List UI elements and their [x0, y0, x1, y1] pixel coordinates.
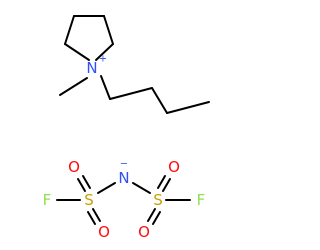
butyl-bond-2 [109, 87, 153, 100]
bond-s-right-o4-b [152, 211, 161, 225]
methyl-bond [59, 77, 88, 96]
cation-charge-label: + [99, 54, 107, 65]
fluorine-right-label: F [197, 191, 206, 209]
bond-s-left-o1-a [77, 178, 86, 192]
pyrrolidinium-cation: N + [59, 15, 210, 114]
butyl-bond-1 [100, 75, 111, 100]
bond-s-left-o1-b [82, 175, 91, 189]
fsi-anion: F S O O N − S O O F [43, 158, 206, 241]
oxygen-4-label: O [138, 223, 150, 241]
ring-bond-c2-c3 [64, 15, 75, 45]
oxygen-1-label: O [68, 158, 80, 176]
cation-nitrogen-label: N [86, 59, 97, 77]
anion-nitrogen-label: N [118, 169, 129, 187]
oxygen-3-label: O [168, 158, 180, 176]
structure-canvas: N + F S O O N − S O O F [43, 15, 210, 241]
ring-bond-c4-c5 [103, 15, 114, 45]
ring-bond-n-c2 [64, 43, 90, 61]
bond-n-s-right [132, 182, 151, 194]
bond-s-left-n [97, 182, 116, 194]
bond-s-right-o3-b [157, 175, 166, 189]
bond-s-right-o3-a [162, 178, 171, 192]
butyl-bond-3 [151, 87, 168, 114]
butyl-bond-4 [166, 101, 210, 114]
bond-s-left-o2-a [92, 208, 101, 222]
anion-charge-label: − [120, 159, 128, 170]
fluorine-left-label: F [43, 191, 52, 209]
sulfur-right-label: S [153, 191, 163, 209]
sulfur-left-label: S [84, 191, 94, 209]
ring-bond-c5-n [95, 43, 114, 61]
bond-s-left-o2-b [87, 211, 96, 225]
chemical-structure: N + F S O O N − S O O F [43, 15, 210, 241]
oxygen-2-label: O [98, 223, 110, 241]
bond-s-right-o4-a [147, 208, 156, 222]
